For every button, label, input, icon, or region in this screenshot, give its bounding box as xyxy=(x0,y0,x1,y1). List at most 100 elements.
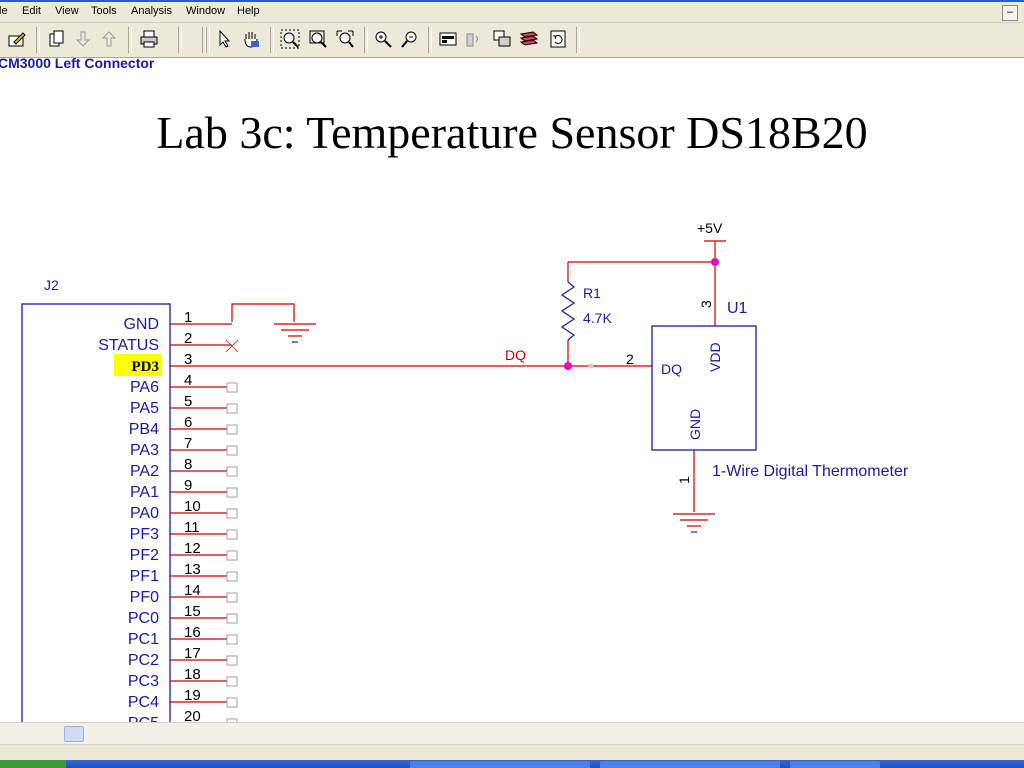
pin-number: 5 xyxy=(184,393,192,410)
pin-name: PA3 xyxy=(130,442,159,459)
pin-number: 20 xyxy=(184,708,201,722)
toolbar-separator xyxy=(576,27,580,53)
junction-dot xyxy=(564,362,572,370)
pin-noconnect-box xyxy=(226,550,238,561)
pin-name: PF2 xyxy=(130,547,159,564)
pin-number: 3 xyxy=(184,351,192,368)
pin-number: 13 xyxy=(184,561,201,578)
pointer-icon[interactable] xyxy=(214,28,236,50)
ic-body xyxy=(651,325,757,451)
scrollbar-thumb[interactable] xyxy=(64,726,84,742)
pin-number: 17 xyxy=(184,645,201,662)
zoom-out-icon[interactable] xyxy=(399,28,421,50)
pin-number: 1 xyxy=(184,309,192,326)
pin-noconnect-box xyxy=(226,487,238,498)
pin-name: PC0 xyxy=(128,610,159,627)
ic-pin-vdd-num: 3 xyxy=(698,300,714,308)
pin-number: 19 xyxy=(184,687,201,704)
menu-view[interactable]: View xyxy=(55,5,79,17)
toolbar-separator xyxy=(128,27,132,53)
menu-help[interactable]: Help xyxy=(237,5,260,17)
pin-name: STATUS xyxy=(98,337,159,354)
pin-number: 9 xyxy=(184,477,192,494)
ic-pin-vdd-label: VDD xyxy=(707,342,723,372)
arrow-up-icon[interactable] xyxy=(98,28,120,50)
zoom-area-icon[interactable] xyxy=(307,28,329,50)
pin-noconnect-box xyxy=(226,424,238,435)
toolbar xyxy=(0,23,1024,58)
pin-noconnect-box xyxy=(226,697,238,708)
pin-noconnect-box xyxy=(226,382,238,393)
pan-hand-icon[interactable] xyxy=(240,28,262,50)
horizontal-scrollbar[interactable] xyxy=(0,722,1024,745)
pin-noconnect-box xyxy=(226,613,238,624)
pin-name: PC3 xyxy=(128,673,159,690)
gnd-wire xyxy=(231,303,295,322)
pin-noconnect-box xyxy=(226,634,238,645)
menu-analysis[interactable]: Analysis xyxy=(131,5,172,17)
menu-file[interactable]: le xyxy=(0,5,8,17)
layers-icon[interactable] xyxy=(518,28,540,50)
pin-name: PC5 xyxy=(128,715,159,722)
pin-highlight xyxy=(114,354,162,376)
pin-noconnect-box xyxy=(226,655,238,666)
menu-window[interactable]: Window xyxy=(186,5,226,17)
instrument-icon[interactable] xyxy=(491,28,513,50)
print-icon[interactable] xyxy=(138,28,160,50)
toolbar-separator xyxy=(36,27,40,53)
connector-body xyxy=(21,303,171,722)
pin-name: PF1 xyxy=(130,568,159,585)
menu-bar: le Edit View Tools Analysis Window Help … xyxy=(0,2,1024,23)
pin-number: 8 xyxy=(184,456,192,473)
ic-pin-gnd-label: GND xyxy=(687,409,703,440)
pin-name: PC1 xyxy=(128,631,159,648)
dq-net-label: DQ xyxy=(505,347,526,363)
zoom-select-icon[interactable] xyxy=(334,28,356,50)
edit-icon[interactable] xyxy=(6,28,28,50)
junction-dot xyxy=(711,258,719,266)
component-icon[interactable] xyxy=(437,28,459,50)
probe-icon[interactable] xyxy=(463,28,485,50)
start-button[interactable] xyxy=(0,760,66,768)
taskbar xyxy=(0,760,1024,768)
copy-icon[interactable] xyxy=(46,28,68,50)
minimize-button[interactable]: – xyxy=(1002,5,1018,21)
pin-name: PA5 xyxy=(130,400,159,417)
toolbar-separator xyxy=(178,27,182,53)
pin-number: 6 xyxy=(184,414,192,431)
taskbar-button[interactable] xyxy=(600,761,780,768)
zoom-fit-icon[interactable] xyxy=(279,28,301,50)
pin-noconnect-box xyxy=(226,718,238,722)
pin-name: PA0 xyxy=(130,505,159,522)
pin-noconnect-box xyxy=(226,508,238,519)
menu-edit[interactable]: Edit xyxy=(22,5,41,17)
taskbar-button[interactable] xyxy=(790,761,880,768)
schematic-canvas[interactable]: CM3000 Left Connector Lab 3c: Temperatur… xyxy=(0,58,1024,722)
toolbar-separator xyxy=(364,27,368,53)
resistor-icon xyxy=(560,281,576,341)
arrow-down-icon[interactable] xyxy=(72,28,94,50)
menu-tools[interactable]: Tools xyxy=(91,5,117,17)
toolbar-separator xyxy=(202,27,206,53)
junction-dot xyxy=(588,363,594,369)
status-bar xyxy=(0,744,1024,761)
zoom-in-icon[interactable] xyxy=(372,28,394,50)
pin-noconnect-box xyxy=(226,592,238,603)
taskbar-button[interactable] xyxy=(410,761,590,768)
pin-number: 10 xyxy=(184,498,201,515)
pin-number: 18 xyxy=(184,666,201,683)
pin-noconnect-box xyxy=(226,571,238,582)
pin-noconnect-box xyxy=(226,529,238,540)
toolbar-separator xyxy=(270,27,274,53)
ground-icon xyxy=(274,323,316,343)
pin-number: 4 xyxy=(184,372,192,389)
window-titlebar-edge xyxy=(0,0,1024,2)
refresh-icon[interactable] xyxy=(547,28,569,50)
pin-number: 2 xyxy=(184,330,192,347)
pin-name: PA6 xyxy=(130,379,159,396)
pin-name: PF0 xyxy=(130,589,159,606)
ic-pin-dq-num: 2 xyxy=(626,351,634,367)
pin-noconnect-box xyxy=(226,445,238,456)
pin-number: 16 xyxy=(184,624,201,641)
